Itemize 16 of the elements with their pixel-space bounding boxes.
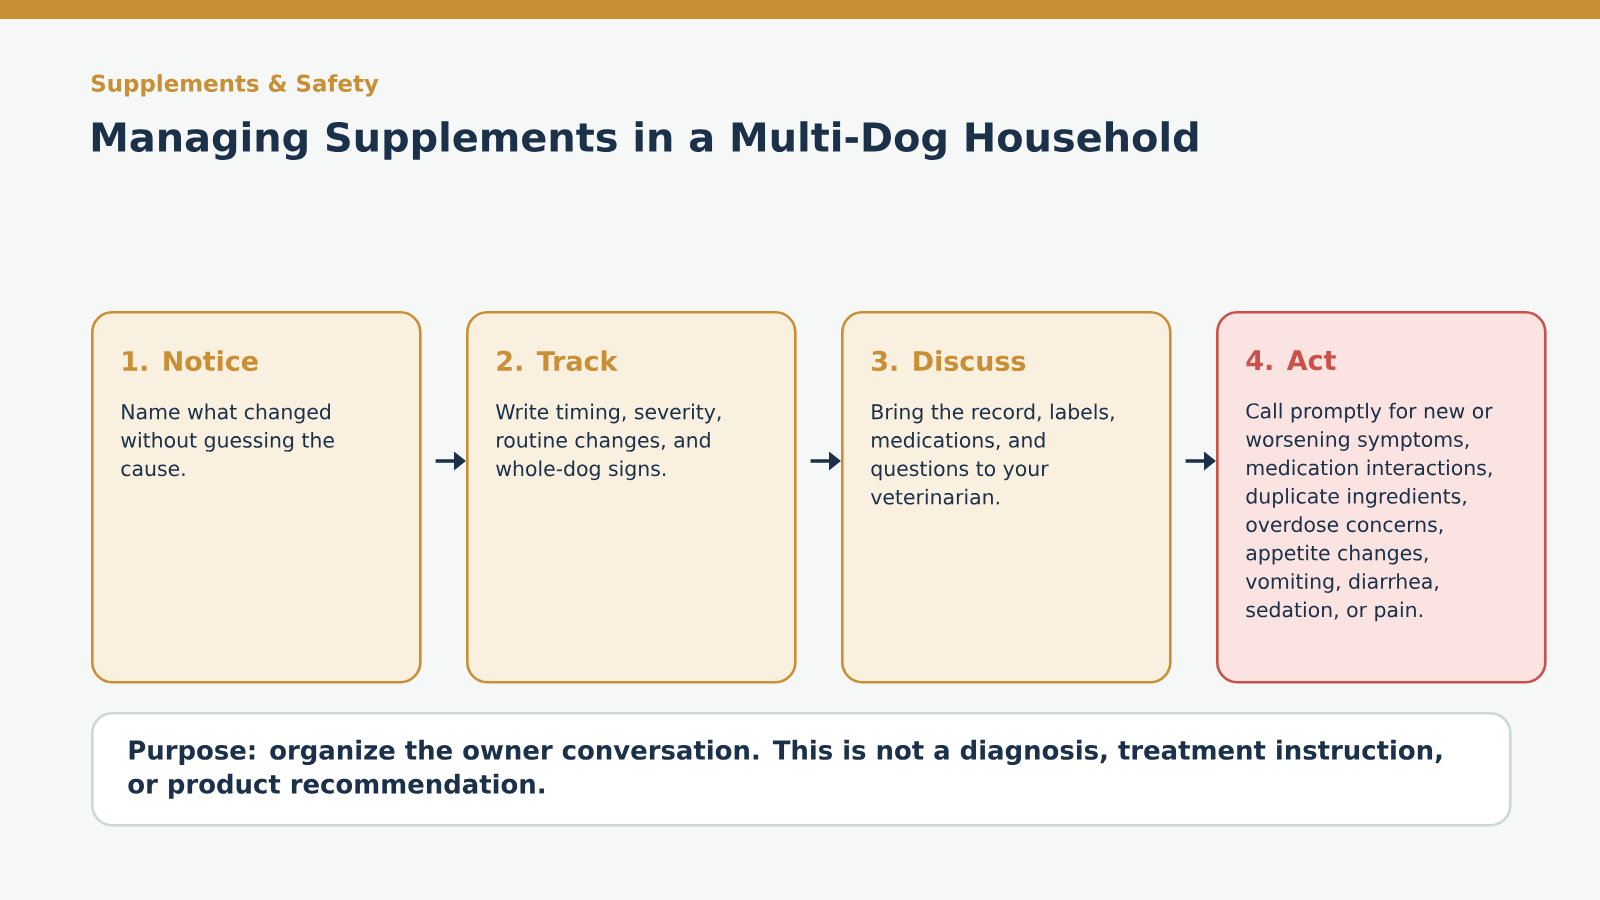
- step-heading: 3. Discuss: [872, 350, 1026, 372]
- kicker: Supplements & Safety: [91, 74, 379, 97]
- step-description: Write timing, severity, routine changes, and whole-dog signs.: [495, 403, 721, 481]
- step-heading: 4. Act: [1246, 350, 1336, 371]
- note-box: [91, 712, 1512, 827]
- step-box: [1216, 311, 1547, 684]
- step-box: [91, 311, 422, 684]
- step-description: Name what changed without guessing the cause.: [121, 403, 334, 477]
- note-text: Purpose: organize the owner conversation. This is not a diagnosis, treatment instruction, or product recommendation.: [128, 739, 1442, 799]
- title: Managing Supplements in a Multi-Dog Household: [92, 121, 1198, 161]
- step-heading: 1. Notice: [123, 350, 258, 372]
- step-description: Call promptly for new or worsening symptoms, medication interactions, duplicate ingredients, overdose concerns, appetite changes, vomiting, diarrhea, sedation, or pain.: [1245, 402, 1493, 622]
- step-heading: 2. Track: [497, 350, 618, 372]
- step-description: Bring the record, labels, medications, and questions to your veterinarian.: [870, 403, 1114, 505]
- step-box: [841, 311, 1172, 684]
- step-box: [466, 311, 797, 684]
